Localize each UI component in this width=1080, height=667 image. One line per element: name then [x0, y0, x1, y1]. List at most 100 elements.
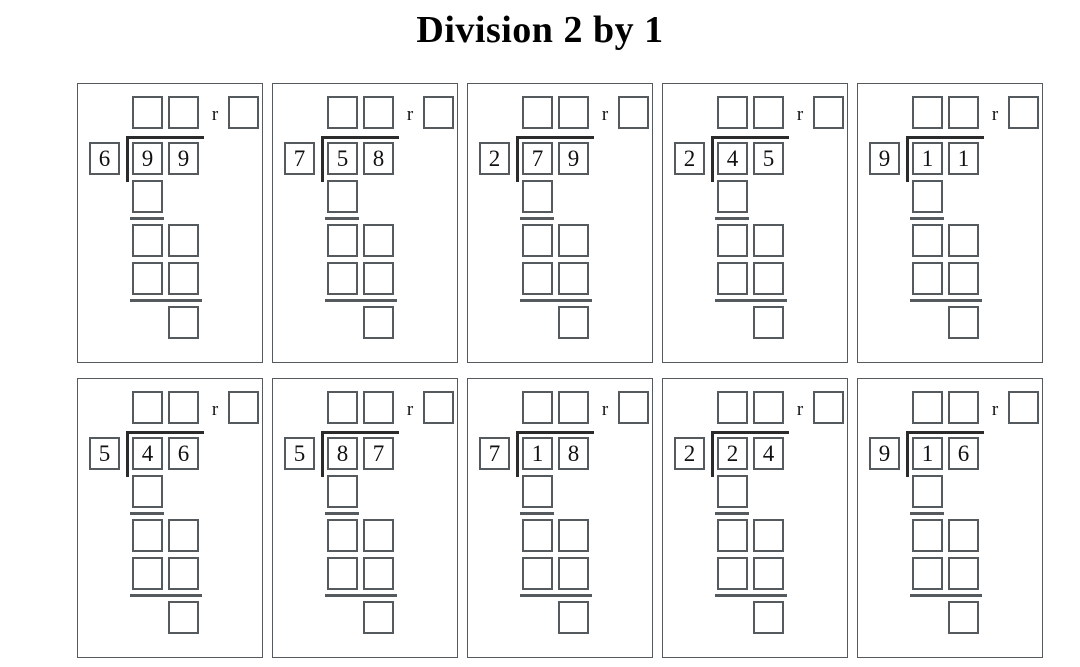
work-row2-right-input[interactable] [168, 224, 199, 257]
work-row1-input[interactable] [522, 180, 553, 213]
quotient-tens-input[interactable] [912, 391, 943, 424]
work-row3-left-input[interactable] [132, 557, 163, 590]
work-final-input[interactable] [168, 601, 199, 634]
work-row2-right-input[interactable] [753, 224, 784, 257]
work-row3-left-input[interactable] [717, 262, 748, 295]
work-row2-left-input[interactable] [522, 224, 553, 257]
work-row3-left-input[interactable] [132, 262, 163, 295]
work-final-input[interactable] [753, 306, 784, 339]
work-row3-left-input[interactable] [717, 557, 748, 590]
remainder-input[interactable] [228, 391, 259, 424]
work-row2-left-input[interactable] [912, 519, 943, 552]
work-row2-right-input[interactable] [363, 519, 394, 552]
remainder-input[interactable] [423, 96, 454, 129]
work-final-input[interactable] [363, 601, 394, 634]
work-final-input[interactable] [168, 306, 199, 339]
quotient-ones-input[interactable] [363, 391, 394, 424]
quotient-ones-input[interactable] [558, 391, 589, 424]
work-row3-right-input[interactable] [948, 557, 979, 590]
quotient-ones-input[interactable] [363, 96, 394, 129]
work-row1-input[interactable] [912, 475, 943, 508]
quotient-ones-input[interactable] [168, 391, 199, 424]
quotient-tens-input[interactable] [717, 96, 748, 129]
work-row2-left-input[interactable] [132, 519, 163, 552]
work-row3-left-input[interactable] [912, 557, 943, 590]
work-row1-input[interactable] [132, 475, 163, 508]
work-row3-right-input[interactable] [948, 262, 979, 295]
work-row3-right-input[interactable] [363, 557, 394, 590]
work-row2-right-input[interactable] [558, 519, 589, 552]
work-final-input[interactable] [948, 306, 979, 339]
work-row3-right-input[interactable] [558, 557, 589, 590]
remainder-input[interactable] [423, 391, 454, 424]
divisor-value: 5 [89, 437, 120, 470]
work-row1-input[interactable] [132, 180, 163, 213]
work-row2-left-input[interactable] [327, 224, 358, 257]
quotient-tens-input[interactable] [327, 96, 358, 129]
work-row2-right-input[interactable] [753, 519, 784, 552]
work-row1-input[interactable] [717, 180, 748, 213]
remainder-input[interactable] [813, 391, 844, 424]
remainder-input[interactable] [813, 96, 844, 129]
remainder-label: r [406, 104, 414, 125]
work-final-input[interactable] [363, 306, 394, 339]
work-row3-left-input[interactable] [327, 557, 358, 590]
work-row3-left-input[interactable] [522, 557, 553, 590]
work-final-input[interactable] [753, 601, 784, 634]
work-row1-input[interactable] [717, 475, 748, 508]
remainder-input[interactable] [1008, 96, 1039, 129]
work-row2-left-input[interactable] [522, 519, 553, 552]
quotient-ones-input[interactable] [168, 96, 199, 129]
dividend-ones-value: 4 [753, 437, 784, 470]
work-final-input[interactable] [948, 601, 979, 634]
quotient-tens-input[interactable] [132, 391, 163, 424]
work-final-input[interactable] [558, 601, 589, 634]
work-row2-left-input[interactable] [717, 519, 748, 552]
dividend-tens-value: 4 [717, 142, 748, 175]
work-row3-right-input[interactable] [558, 262, 589, 295]
quotient-ones-input[interactable] [753, 96, 784, 129]
work-row2-left-input[interactable] [327, 519, 358, 552]
quotient-ones-input[interactable] [753, 391, 784, 424]
work-row3-right-input[interactable] [168, 557, 199, 590]
quotient-ones-input[interactable] [948, 96, 979, 129]
quotient-ones-input[interactable] [558, 96, 589, 129]
work-row2-right-input[interactable] [363, 224, 394, 257]
work-row2-left-input[interactable] [717, 224, 748, 257]
work-row3-left-input[interactable] [912, 262, 943, 295]
quotient-tens-input[interactable] [132, 96, 163, 129]
work-row2-left-input[interactable] [132, 224, 163, 257]
quotient-tens-input[interactable] [522, 96, 553, 129]
work-row2-right-input[interactable] [558, 224, 589, 257]
remainder-input[interactable] [228, 96, 259, 129]
remainder-input[interactable] [618, 391, 649, 424]
work-row1-input[interactable] [522, 475, 553, 508]
quotient-tens-input[interactable] [912, 96, 943, 129]
quotient-tens-input[interactable] [522, 391, 553, 424]
work-row1-input[interactable] [327, 180, 358, 213]
quotient-ones-input[interactable] [948, 391, 979, 424]
work-row3-left-input[interactable] [327, 262, 358, 295]
work-row3-left-input[interactable] [522, 262, 553, 295]
work-row3-right-input[interactable] [168, 262, 199, 295]
remainder-input[interactable] [618, 96, 649, 129]
work-row1-input[interactable] [327, 475, 358, 508]
quotient-tens-input[interactable] [327, 391, 358, 424]
quotient-tens-input[interactable] [717, 391, 748, 424]
work-row2-right-input[interactable] [948, 519, 979, 552]
remainder-input[interactable] [1008, 391, 1039, 424]
dividend-ones-value: 9 [558, 142, 589, 175]
work-row2-right-input[interactable] [168, 519, 199, 552]
subtraction-rule-1 [715, 512, 749, 515]
subtraction-rule-2 [520, 299, 592, 302]
division-bracket-side [516, 431, 519, 477]
work-row2-left-input[interactable] [912, 224, 943, 257]
work-row3-right-input[interactable] [753, 262, 784, 295]
work-row1-input[interactable] [912, 180, 943, 213]
work-row3-right-input[interactable] [753, 557, 784, 590]
work-row3-right-input[interactable] [363, 262, 394, 295]
work-row2-right-input[interactable] [948, 224, 979, 257]
work-final-input[interactable] [558, 306, 589, 339]
